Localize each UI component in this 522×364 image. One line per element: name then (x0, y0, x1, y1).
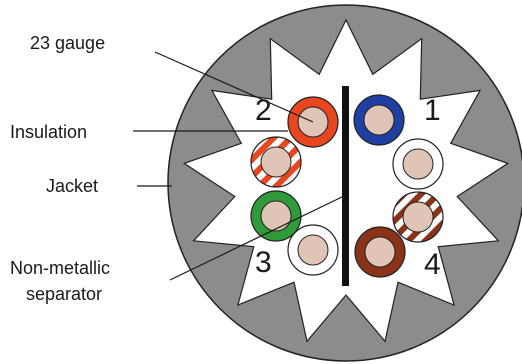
pair-4-brown-white-conductor (392, 191, 444, 243)
separator-leader-line (169, 195, 345, 281)
pair-3-green-conductor (250, 190, 302, 242)
pair-2-orange-white-conductor (250, 136, 302, 188)
pair-1-white-conductor (392, 138, 444, 190)
pair-4-brown-conductor (354, 226, 406, 278)
insulation-label: Insulation (10, 122, 87, 142)
pair-1-blue-conductor (353, 94, 405, 146)
pair-number-4: 4 (424, 248, 441, 281)
separator-label-line2: separator (26, 284, 102, 304)
non-metallic-separator (342, 86, 349, 286)
gauge-leader-line (154, 51, 314, 123)
pair-number-1: 1 (424, 94, 441, 127)
pair-number-2: 2 (255, 94, 272, 127)
separator-label-line1: Non-metallic (10, 258, 110, 278)
gauge-label: 23 gauge (30, 33, 105, 53)
pair-3-white-conductor (287, 224, 339, 276)
jacket-label: Jacket (46, 176, 98, 196)
pair-number-3: 3 (255, 246, 272, 279)
